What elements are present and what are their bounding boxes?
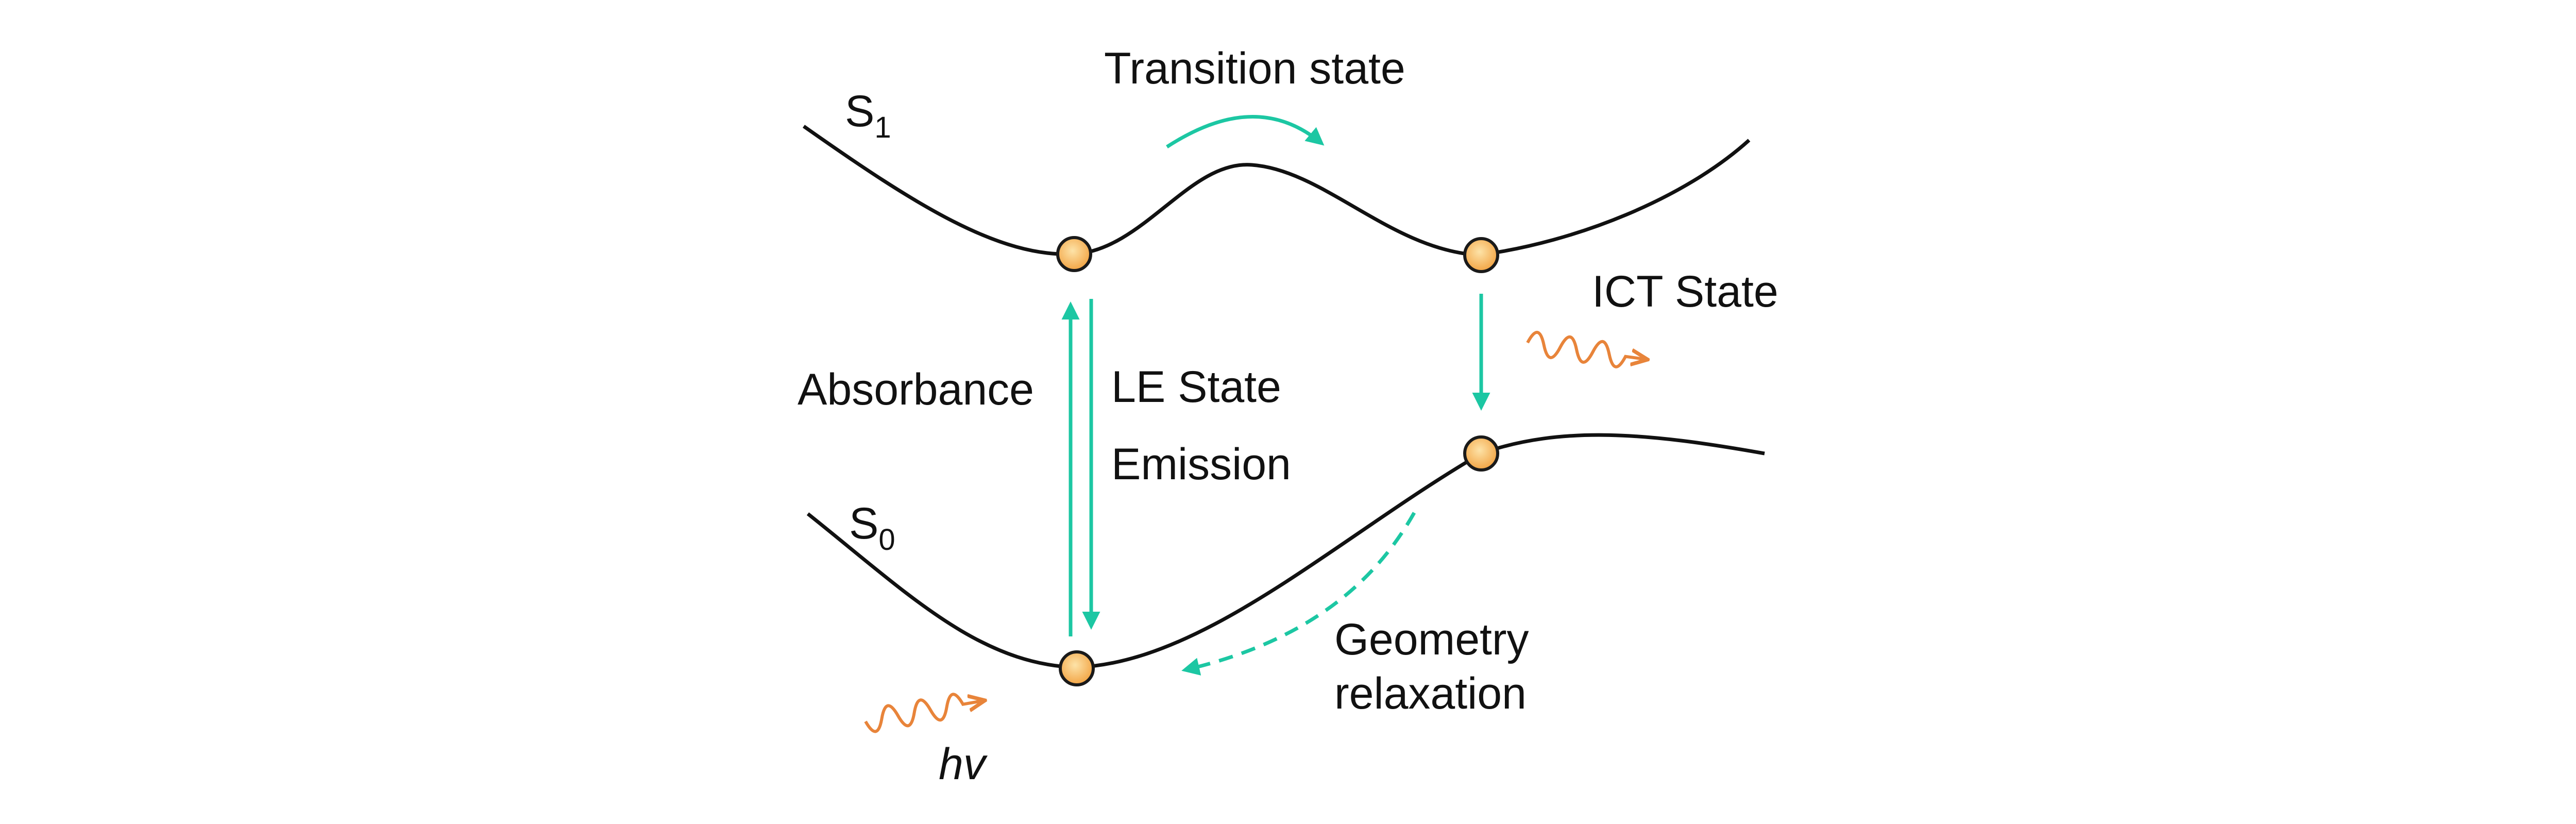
absorbance-label: Absorbance bbox=[798, 365, 1034, 414]
geometry-label: Geometry bbox=[1334, 615, 1529, 664]
relaxation-label: relaxation bbox=[1334, 669, 1527, 718]
ground-s0-marker bbox=[1059, 650, 1095, 686]
s1-label: S1 bbox=[845, 87, 891, 144]
transition-state-label: Transition state bbox=[1104, 44, 1405, 93]
s0-curve bbox=[806, 433, 1765, 669]
emission-label: Emission bbox=[1111, 440, 1291, 489]
ict-s1-marker bbox=[1463, 237, 1499, 273]
ict-photon-wave-icon bbox=[1526, 331, 1648, 368]
geometry-relaxation-arrow bbox=[1181, 512, 1416, 676]
transition-arrow bbox=[1166, 114, 1325, 148]
s1-curve bbox=[802, 125, 1751, 257]
hv-photon-wave-icon bbox=[864, 693, 985, 733]
ict-s0-marker bbox=[1463, 435, 1499, 472]
le-state-label: LE State bbox=[1111, 362, 1281, 412]
le-s1-marker bbox=[1056, 236, 1092, 272]
s0-label: S0 bbox=[849, 499, 895, 557]
hv-label: hv bbox=[939, 739, 988, 789]
ict-state-label: ICT State bbox=[1592, 267, 1778, 316]
